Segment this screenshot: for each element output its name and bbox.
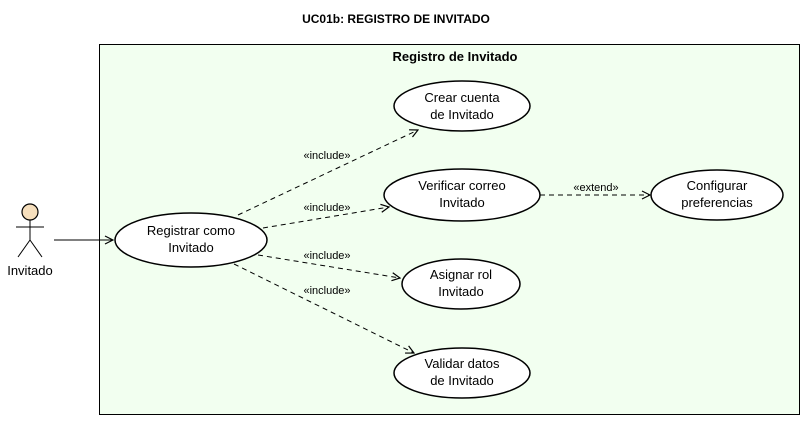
include-arrow-crear: [237, 130, 418, 216]
usecase-label-line2: Invitado: [168, 240, 214, 255]
usecase-label-line1: Asignar rol: [430, 267, 492, 282]
usecase-label-line1: Configurar: [687, 178, 748, 193]
usecase-configurar-preferencias[interactable]: Configurar preferencias: [650, 169, 784, 221]
include-label-verificar: «include»: [303, 202, 350, 214]
usecase-label-line1: Registrar como: [147, 223, 235, 238]
include-arrow-validar: [233, 263, 414, 353]
system-title: Registro de Invitado: [393, 49, 518, 64]
usecase-validar-datos[interactable]: Validar datos de Invitado: [393, 347, 531, 399]
usecase-label-line1: Verificar correo: [418, 178, 505, 193]
include-label-crear: «include»: [303, 150, 350, 162]
usecase-label-line1: Crear cuenta: [424, 90, 500, 105]
usecase-label-line2: de Invitado: [430, 107, 494, 122]
include-arrow-verificar: [262, 207, 389, 229]
actor-head-icon: [21, 203, 39, 221]
usecase-label-line1: Validar datos: [425, 356, 500, 371]
actor-right-leg: [29, 239, 43, 258]
usecase-label-line2: de Invitado: [430, 373, 494, 388]
include-label-validar: «include»: [303, 285, 350, 297]
usecase-registrar-como-invitado[interactable]: Registrar como Invitado: [114, 212, 268, 268]
include-label-asignar: «include»: [303, 250, 350, 262]
usecase-label-line2: preferencias: [681, 195, 753, 210]
usecase-label-line2: Invitado: [439, 195, 485, 210]
actor-label: Invitado: [7, 263, 53, 278]
usecase-asignar-rol[interactable]: Asignar rol Invitado: [401, 258, 521, 310]
actor-invitado[interactable]: Invitado: [7, 203, 53, 278]
usecase-crear-cuenta[interactable]: Crear cuenta de Invitado: [393, 80, 531, 132]
include-arrow-asignar: [257, 254, 400, 278]
diagram-title: UC01b: REGISTRO DE INVITADO: [302, 12, 490, 26]
actor-left-leg: [17, 239, 31, 258]
extend-label-configurar: «extend»: [573, 182, 618, 194]
usecase-label-line2: Invitado: [438, 284, 484, 299]
usecase-verificar-correo[interactable]: Verificar correo Invitado: [383, 168, 541, 222]
